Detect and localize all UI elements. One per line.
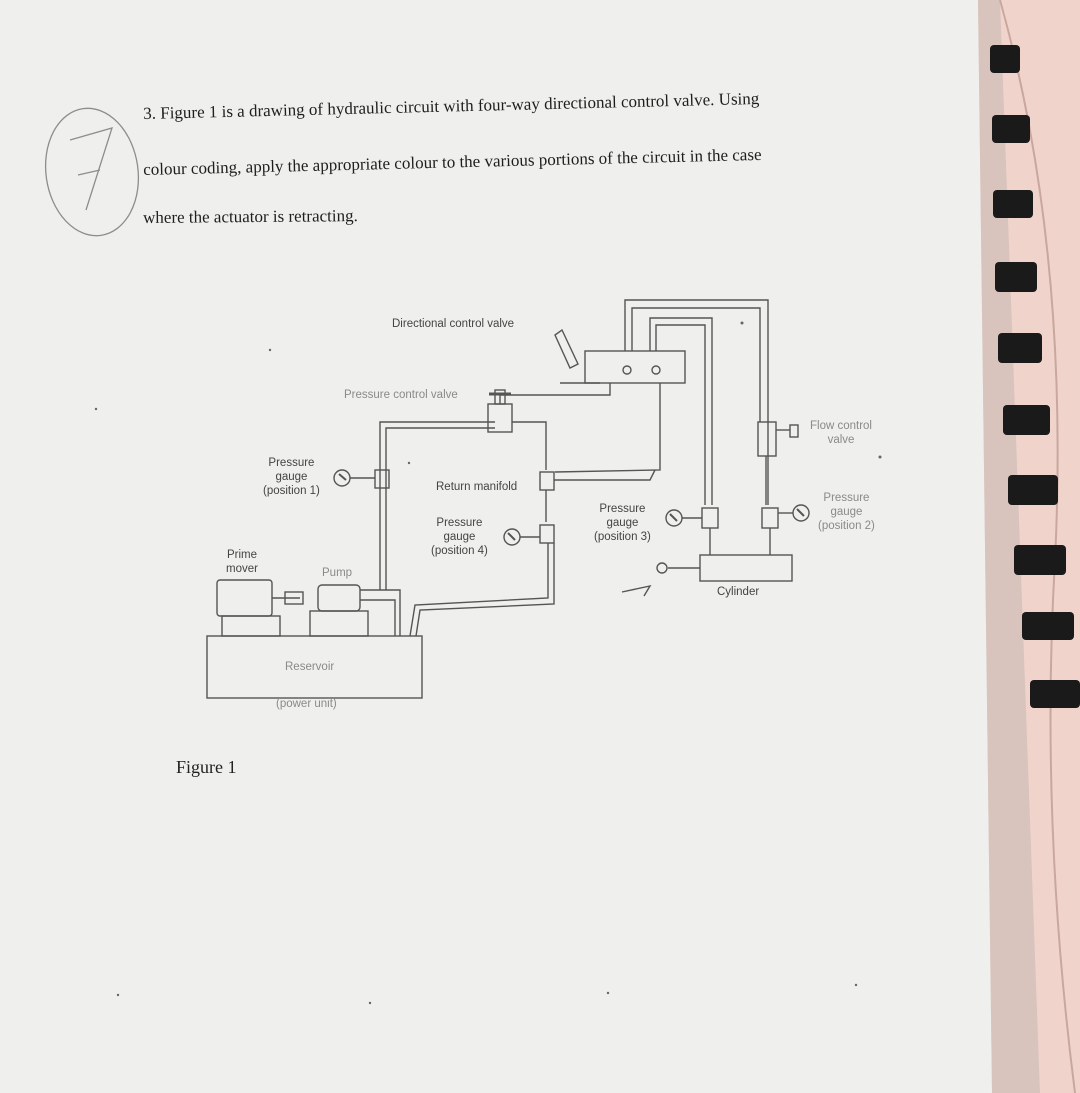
- label-pressure-gauge-1: Pressure gauge (position 1): [263, 457, 320, 497]
- motor-base: [221, 615, 281, 637]
- label-pump: Pump: [322, 567, 353, 579]
- label-pressure-gauge-2: Pressure gauge (position 2): [818, 492, 875, 532]
- coupling: [284, 591, 304, 605]
- figure-caption: Figure 1: [176, 757, 237, 777]
- label-directional-control-valve: Directional control valve: [392, 318, 515, 330]
- cylinder-rod-end: [656, 562, 668, 574]
- question-line-3: where the actuator is retracting.: [143, 206, 358, 227]
- paper-sheet: [0, 0, 992, 1093]
- binding-ring: [1008, 475, 1058, 505]
- label-pressure-control-valve: Pressure control valve: [344, 389, 458, 401]
- spiral-binding: [990, 45, 1080, 708]
- directional-control-valve: [584, 350, 686, 384]
- return-line: [409, 543, 549, 637]
- binding-ring: [993, 190, 1033, 218]
- return-manifold: [539, 471, 555, 491]
- label-pressure-gauge-3: Pressure gauge (position 3): [594, 503, 651, 543]
- pressure-line: [379, 421, 495, 590]
- label-flow-control-valve: Flow control valve: [810, 420, 872, 446]
- gauge-1-tee: [374, 469, 390, 489]
- flow-control-valve: [757, 421, 777, 457]
- binding-ring: [992, 115, 1030, 143]
- gauge-4-tee: [539, 524, 555, 544]
- label-power-unit: (power unit): [276, 698, 337, 710]
- binding-ring: [998, 333, 1042, 363]
- page-specks: [94, 321, 882, 1005]
- handwritten-score-mark: [44, 107, 140, 237]
- binding-ring: [1014, 545, 1066, 575]
- label-cylinder: Cylinder: [717, 586, 760, 598]
- label-prime-mover: Prime mover: [226, 549, 258, 575]
- valve-lever: [554, 328, 579, 369]
- binding-ring: [995, 262, 1037, 292]
- binding-ring: [990, 45, 1020, 73]
- binding-ring: [1003, 405, 1050, 435]
- hydraulic-circuit: [206, 299, 810, 699]
- label-reservoir: Reservoir: [285, 661, 335, 673]
- binding-ring: [1030, 680, 1080, 708]
- paper-shadow: [978, 0, 1040, 1093]
- label-pressure-gauge-4: Pressure gauge (position 4): [431, 517, 488, 557]
- label-return-manifold: Return manifold: [436, 481, 518, 493]
- pump-base: [309, 610, 369, 637]
- binding-ring: [1022, 612, 1074, 640]
